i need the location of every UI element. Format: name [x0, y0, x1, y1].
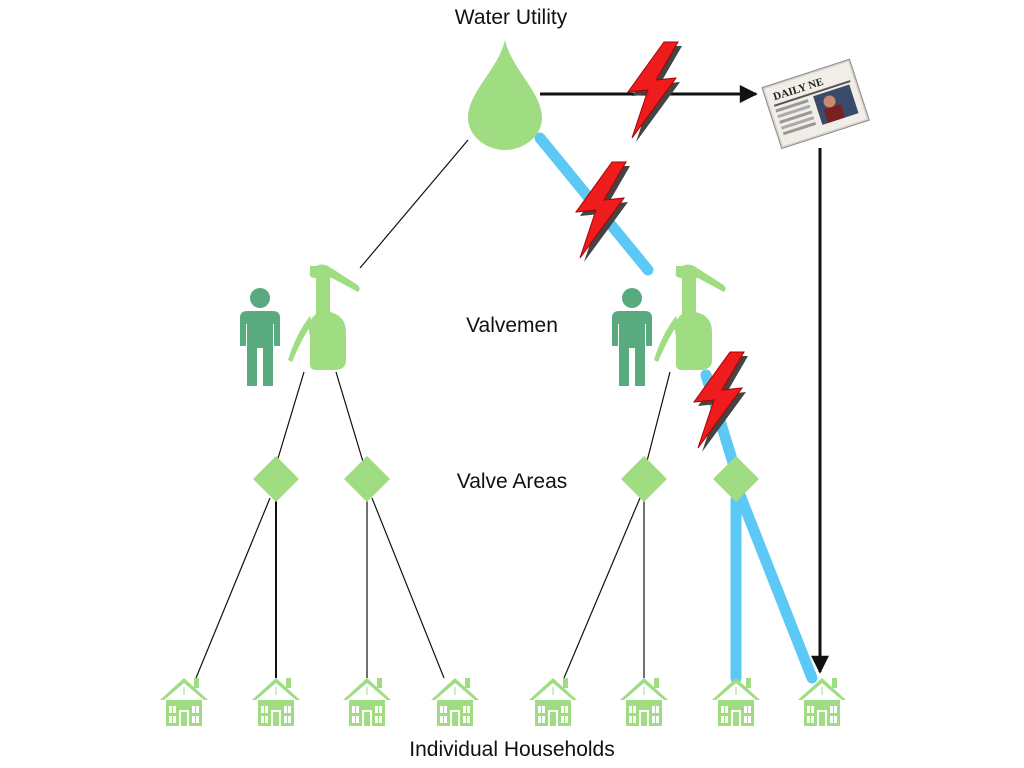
valve-area-4-diamond-icon: [713, 456, 759, 502]
link-valveman-left-area-1: [275, 371, 305, 466]
label-individual-households: Individual Households: [409, 738, 615, 761]
valve-area-3-diamond-icon: [621, 456, 667, 502]
valveman-left-pump-icon: [288, 264, 360, 370]
house-2-icon: [251, 677, 301, 727]
valve-areas: [253, 456, 759, 502]
connection-lines: [195, 139, 671, 679]
house-4-icon: [430, 677, 480, 727]
link-valveman-left-area-2: [335, 371, 365, 466]
link-area-1-house-1: [195, 497, 271, 679]
valveman-right-pump-icon: [654, 264, 726, 370]
valve-area-1-diamond-icon: [253, 456, 299, 502]
valveman-right-person-icon: [612, 288, 652, 386]
newspaper-icon: DAILY NE: [761, 58, 870, 150]
house-1-icon: [159, 677, 209, 727]
link-valveman-right-area-3: [645, 371, 671, 466]
lightning-bolt-icon-pipe-upper: [575, 161, 631, 263]
link-utility-valveman-left: [359, 139, 469, 269]
valve-area-2-diamond-icon: [344, 456, 390, 502]
house-6-icon: [619, 677, 669, 727]
house-5-icon: [528, 677, 578, 727]
pipe-area-4-house-8: [734, 489, 818, 684]
label-valvemen: Valvemen: [466, 314, 558, 337]
label-water-utility: Water Utility: [454, 6, 568, 29]
house-3-icon: [342, 677, 392, 727]
lightning-bolt-icon-media-link: [627, 41, 683, 143]
link-area-2-house-4: [371, 497, 445, 679]
households: [159, 677, 847, 727]
link-area-3-house-5: [563, 497, 641, 679]
house-7-icon: [711, 677, 761, 727]
valveman-left-person-icon: [240, 288, 280, 386]
water-drop-icon: [468, 40, 542, 150]
water-pipes: [534, 132, 818, 684]
label-valve-areas: Valve Areas: [456, 470, 568, 493]
house-8-icon: [797, 677, 847, 727]
